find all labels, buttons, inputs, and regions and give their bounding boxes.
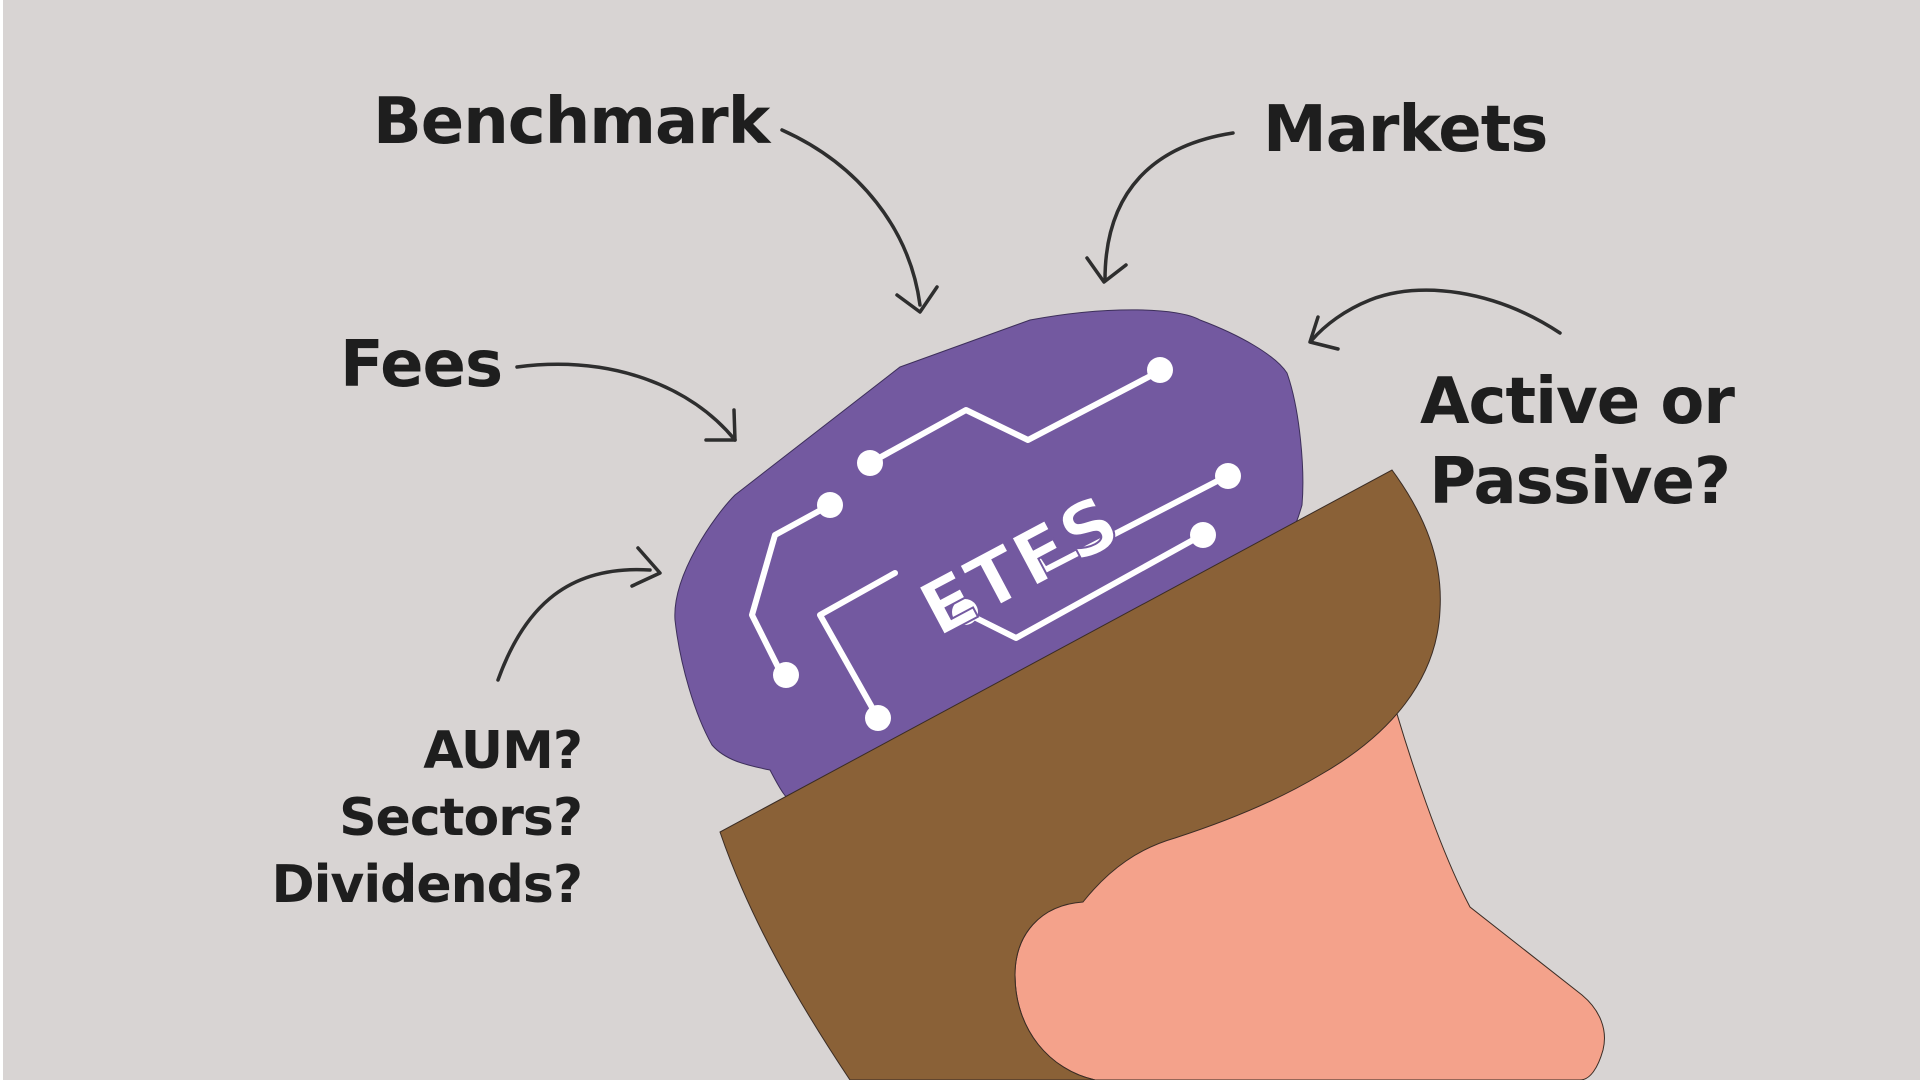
circuit-traces bbox=[749, 369, 1230, 721]
arrow-icon bbox=[1085, 131, 1235, 284]
circuit-node-icon bbox=[865, 705, 891, 731]
circuit-trace-left-outer bbox=[749, 502, 833, 678]
label-questions: AUM? Sectors? Dividends? bbox=[270, 718, 583, 919]
circuit-trace-top bbox=[867, 369, 1161, 466]
circuit-node-icon bbox=[1190, 522, 1216, 548]
label-passive-line: Passive? bbox=[1429, 445, 1731, 519]
arrow-icon bbox=[1308, 288, 1562, 351]
circuit-node-icon bbox=[1147, 357, 1173, 383]
arrow-icon bbox=[780, 128, 939, 314]
label-sectors: Sectors? bbox=[339, 788, 583, 848]
hair-shape bbox=[719, 469, 1441, 1080]
arrow-icon bbox=[515, 362, 737, 442]
circuit-node-icon bbox=[857, 450, 883, 476]
circuit-node-icon bbox=[1215, 463, 1241, 489]
label-benchmark: Benchmark bbox=[373, 85, 770, 159]
label-active-or-passive: Active or Passive? bbox=[1420, 362, 1735, 522]
left-border bbox=[0, 0, 3, 1080]
label-aum: AUM? bbox=[423, 721, 583, 781]
label-fees: Fees bbox=[340, 328, 503, 402]
circuit-node-icon bbox=[817, 492, 843, 518]
circuit-trace-right-upper bbox=[1022, 473, 1230, 573]
arrows bbox=[496, 128, 1562, 682]
circuit-node-icon bbox=[952, 599, 978, 625]
circuit-trace-left-inner bbox=[817, 570, 898, 721]
label-markets: Markets bbox=[1263, 93, 1548, 167]
arrow-icon bbox=[496, 546, 662, 682]
label-active-line: Active or bbox=[1420, 365, 1735, 439]
circuit-nodes bbox=[773, 357, 1241, 731]
label-dividends: Dividends? bbox=[271, 855, 583, 915]
circuit-node-icon bbox=[773, 662, 799, 688]
